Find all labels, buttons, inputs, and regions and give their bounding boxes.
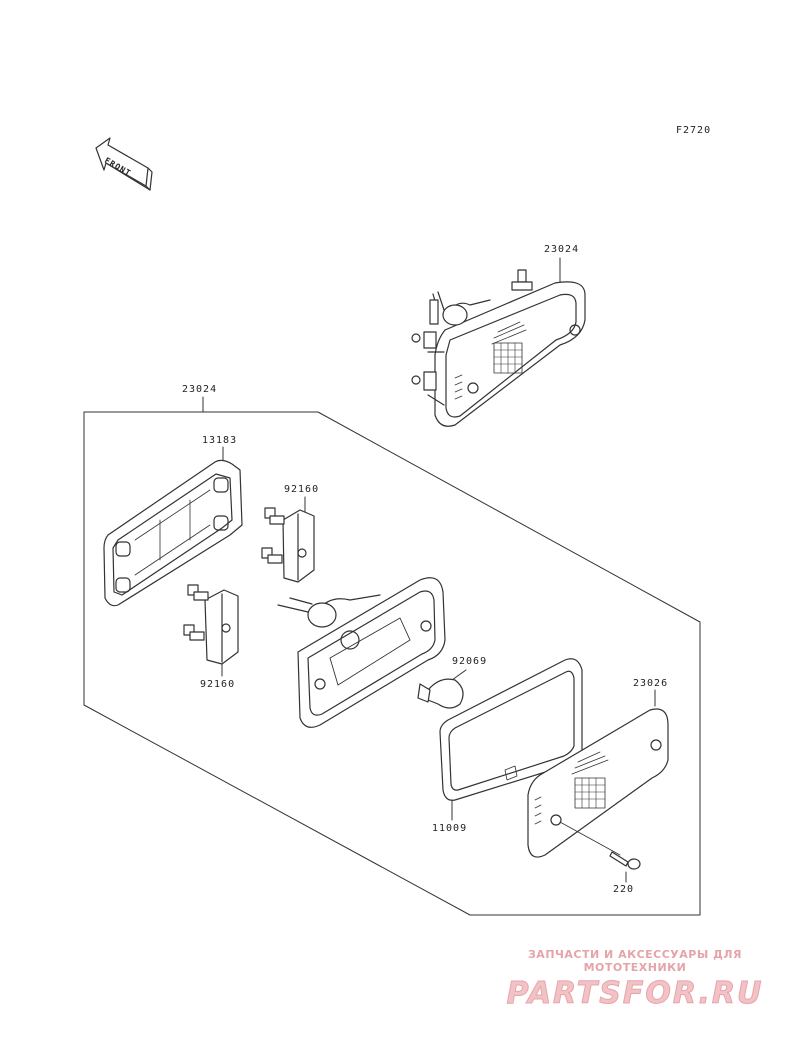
lens <box>527 689 669 858</box>
part-label-assembly-group: 23024 <box>182 384 218 395</box>
part-label-gasket: 11009 <box>432 823 468 834</box>
assembly-boundary <box>83 411 701 916</box>
part-label-bulb: 92069 <box>452 656 488 667</box>
part-label-screw: 220 <box>613 884 635 895</box>
lamp-assembly-top <box>411 257 586 427</box>
part-label-assembly-top: 23024 <box>544 244 580 255</box>
part-label-socket-lower: 92160 <box>200 679 236 690</box>
part-label-lens: 23026 <box>633 678 669 689</box>
front-arrow-icon <box>95 137 153 191</box>
socket-upper <box>261 496 315 583</box>
part-label-bracket: 13183 <box>202 435 238 446</box>
watermark-tagline: ЗАПЧАСТИ И АКСЕССУАРЫ ДЛЯ МОТОТЕХНИКИ <box>527 948 742 974</box>
part-label-socket-upper: 92160 <box>284 484 320 495</box>
lamp-housing <box>277 577 446 728</box>
watermark: ЗАПЧАСТИ И АКСЕССУАРЫ ДЛЯ МОТОТЕХНИКИ PA… <box>480 948 790 1012</box>
screw <box>609 851 641 883</box>
bulb <box>417 669 467 709</box>
watermark-logo: PARTSFOR.RU <box>506 976 764 1012</box>
socket-lower <box>183 584 239 677</box>
mounting-bracket <box>103 446 243 607</box>
diagram-code: F2720 <box>676 125 712 136</box>
